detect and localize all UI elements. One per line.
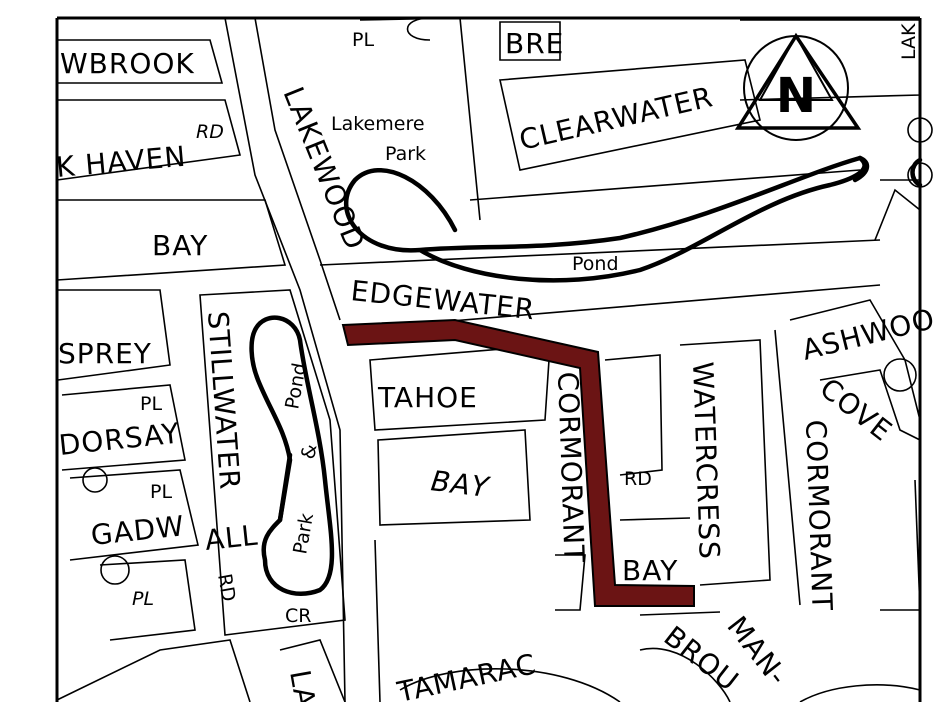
label-edgewater: EDGEWATER [349,274,536,326]
label-tamarac: TAMARAC [394,647,540,702]
lakemere-pond [343,155,867,283]
label-cormorant-right: CORMORANT [799,419,839,612]
label-pl-gadw: PL [150,481,172,503]
label-watercress: WATERCRESS [686,361,726,560]
label-bay-cormorant: BAY [622,554,678,587]
stillwater-pond [249,315,335,596]
label-pond-top: Pond [572,253,619,275]
label-pl-bottom: PL [132,588,154,610]
label-pl-top: PL [352,29,374,51]
label-rd-all: RD [213,572,240,603]
label-lak-top: LAK [898,23,920,60]
label-cr: CR [285,605,311,627]
label-clearwater: CLEARWATER [516,80,716,157]
label-all: ALL [203,519,260,557]
label-lakemere: Lakemere [331,113,425,135]
north-label: N [776,68,816,124]
label-dorsay: DORSAY [57,416,181,462]
street-blocks [56,17,933,702]
label-lakewood: LAKEWOOD [277,82,372,255]
highlighted-segment [341,318,695,607]
label-pl-dorsay: PL [140,393,162,415]
label-cormorant-main: CORMORANT [551,371,591,564]
label-ashwood: ASHWOO [799,302,939,367]
label-sprey: SPREY [58,337,152,370]
label-rd-cormorant: RD [624,468,652,490]
label-bay-left: BAY [152,229,208,262]
label-k-haven: K HAVEN [55,140,188,184]
label-bay-mid: BAY [429,464,492,504]
label-gadw: GADW [89,509,186,552]
map-frame [55,16,922,702]
label-stillwater: STILLWATER [201,310,246,491]
highlighted-route [341,318,695,607]
label-tahoe: TAHOE [377,381,478,414]
pond-outlines [249,155,923,596]
label-ampersand: & [297,442,321,461]
label-bre: BRE [505,27,564,60]
street-labels: WBROOK PL BRE LAK CLEARWATER K HAVEN RD … [55,23,939,702]
label-park-left: Park [289,512,318,556]
label-lakemere-park: Park [385,143,426,165]
north-arrow-icon: N [734,32,862,141]
label-rd-haven: RD [196,121,224,143]
label-pond-left: Pond [281,361,311,411]
label-la-bottom: LA [283,667,322,702]
label-wbrook: WBROOK [60,47,195,80]
